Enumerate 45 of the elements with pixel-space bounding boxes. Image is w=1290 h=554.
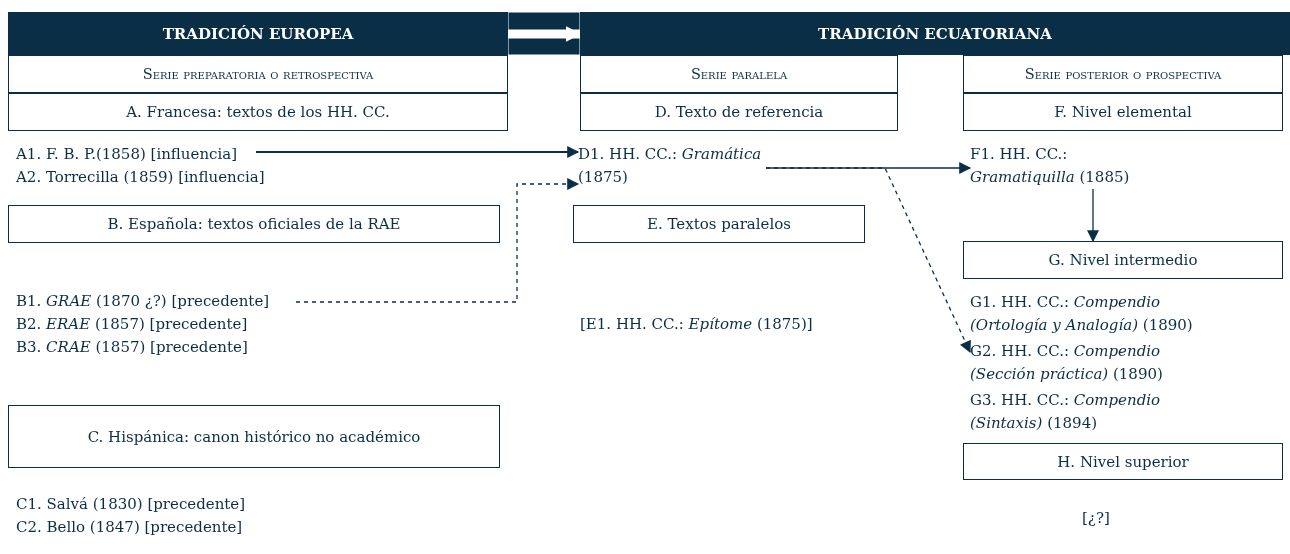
arrow bbox=[508, 26, 582, 42]
box-label: Serie paralela bbox=[690, 66, 788, 82]
tradition-header bbox=[8, 12, 508, 55]
arrow bbox=[295, 178, 580, 303]
box-label: C. Hispánica: canon histórico no académico bbox=[87, 427, 421, 446]
work-entry: D1. HH. CC.: Gramática (1875) bbox=[578, 143, 766, 189]
arrow bbox=[1087, 188, 1099, 243]
category-box bbox=[580, 93, 898, 131]
work-entry: C1. Salvá (1830) [precedente] bbox=[16, 494, 247, 515]
tradition-header bbox=[580, 12, 1290, 55]
work-entry: C2. Bello (1847) [precedente] bbox=[16, 517, 244, 538]
category-box bbox=[8, 205, 500, 243]
work-entry: A1. F. B. P.(1858) [influencia] bbox=[16, 143, 256, 166]
box-label: H. Nivel superior bbox=[1057, 452, 1189, 471]
series-box bbox=[8, 55, 508, 93]
arrow bbox=[256, 146, 580, 158]
work-entry: F1. HH. CC.: Gramatiquilla (1885) bbox=[970, 143, 1135, 189]
category-box bbox=[963, 241, 1283, 279]
box-label: G. Nivel intermedio bbox=[1048, 251, 1198, 269]
series-box bbox=[963, 55, 1283, 93]
category-box bbox=[8, 405, 500, 468]
category-box bbox=[8, 93, 508, 131]
work-entry: [E1. HH. CC.: Epítome (1875)] bbox=[580, 314, 814, 335]
box-label: B. Española: textos oficiales de la RAE bbox=[107, 215, 401, 233]
category-box bbox=[963, 93, 1283, 131]
work-entry: B2. ERAE (1857) [precedente] bbox=[16, 314, 249, 335]
box-label: A. Francesa: textos de los HH. CC. bbox=[126, 103, 390, 121]
category-box bbox=[963, 443, 1283, 480]
work-entry: G3. HH. CC.: Compendio (Sintaxis) (1894) bbox=[970, 390, 1162, 434]
arrow bbox=[765, 167, 971, 354]
header-text: TRADICIÓN ECUATORIANA bbox=[818, 24, 1052, 43]
work-entry: B3. CRAE (1857) [precedente] bbox=[16, 337, 249, 358]
header-text: TRADICIÓN EUROPEA bbox=[162, 24, 354, 43]
work-entry: G1. HH. CC.: Compendio (Ortología y Analogía) (1890) bbox=[970, 292, 1194, 336]
work-entry: A2. Torrecilla (1859) [influencia] bbox=[16, 167, 266, 188]
work-entry: B1. GRAE (1870 ¿?) [precedente] bbox=[16, 290, 296, 313]
box-label: E. Textos paralelos bbox=[646, 215, 791, 233]
box-label: Serie preparatoria o retrospectiva bbox=[142, 66, 374, 82]
category-box bbox=[573, 205, 865, 243]
box-label: Serie posterior o prospectiva bbox=[1024, 66, 1222, 82]
box-label: D. Texto de referencia bbox=[654, 103, 824, 121]
work-entry: G2. HH. CC.: Compendio (Sección práctica) (1890) bbox=[970, 340, 1205, 386]
work-entry: [¿?] bbox=[1082, 508, 1111, 529]
box-label: F. Nivel elemental bbox=[1054, 103, 1192, 121]
series-box bbox=[580, 55, 898, 93]
